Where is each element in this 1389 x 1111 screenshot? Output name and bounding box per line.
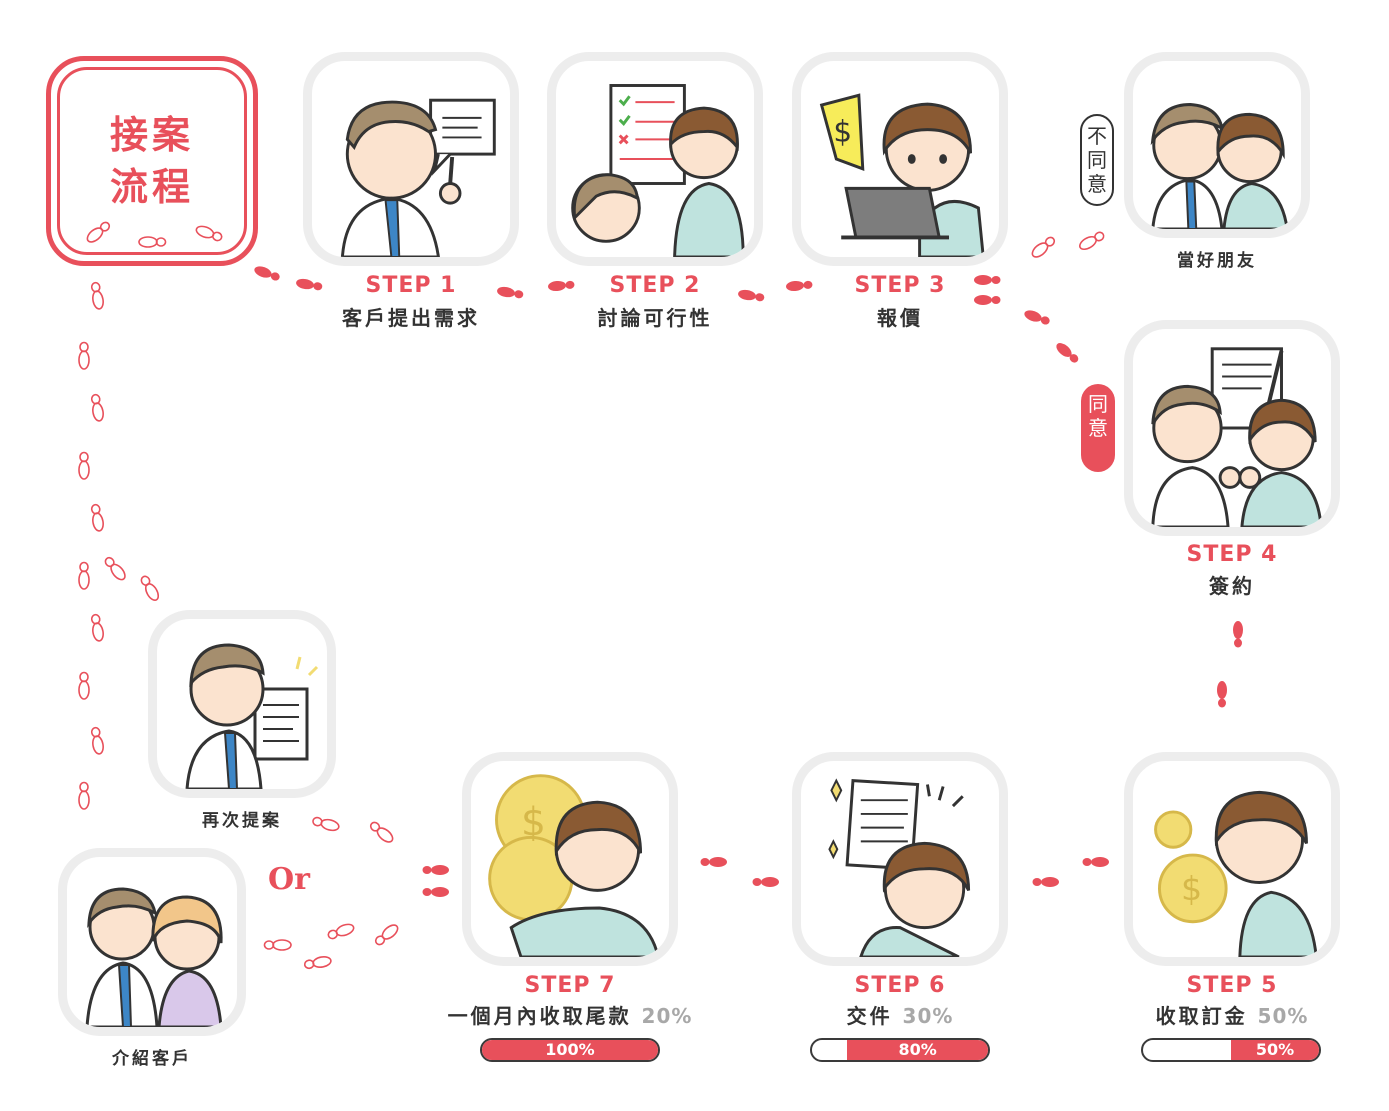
step6-progress-fill [847,1040,988,1060]
process-title: 接案 流程 [109,112,194,209]
step5-label: STEP 5 [1186,973,1278,998]
step2-label: STEP 2 [609,273,701,298]
step4-desc: 簽約 [1209,574,1255,598]
step5-progress-label: 50% [1255,1040,1295,1059]
step5-desc: 收取訂金 50% [1155,1004,1309,1028]
discussion-icon [571,84,745,257]
deposit-icon: $ [1154,790,1318,957]
handshake-friend-icon [1150,102,1289,229]
step7-progress-label: 100% [545,1040,595,1059]
friend-caption: 當好朋友 [1177,251,1257,271]
step6-label: STEP 6 [854,973,946,998]
step7-card: $ [462,752,678,966]
step3-card: $ [792,52,1008,266]
step7-desc: 一個月內收取尾款 20% [447,1004,693,1028]
step7-progress-fill [482,1040,658,1060]
step5-progress-bar: 50% [1141,1038,1321,1062]
step6-progress-bar: 80% [810,1038,990,1062]
step6-card [792,752,1008,966]
repeat-proposal-card [148,610,336,798]
disagree-pill: 不同意 [1080,114,1114,206]
or-label: Or [268,862,310,897]
repeat-proposal-icon [185,643,319,789]
step3-label: STEP 3 [854,273,946,298]
step6-desc: 交件 30% [846,1004,954,1028]
step5-progress-fill [1231,1040,1319,1060]
step7-label: STEP 7 [524,973,616,998]
client-request-icon [340,98,496,257]
svg-text:$: $ [833,114,852,148]
step1-label: STEP 1 [365,273,457,298]
repeat-proposal-caption: 再次提案 [202,811,282,831]
step4-card [1124,320,1340,536]
step6-progress-label: 80% [898,1040,937,1059]
quote-icon: $ [819,93,985,257]
contract-icon [1151,347,1323,527]
step2-card [547,52,763,266]
svg-text:$: $ [1181,869,1202,908]
step2-desc: 討論可行性 [597,306,713,330]
referral-caption: 介紹客戶 [112,1049,192,1069]
step1-card [303,52,519,266]
referral-card [58,848,246,1036]
final-payment-icon: $ [488,774,660,957]
agree-pill: 同意 [1081,384,1115,472]
friend-card [1124,52,1310,238]
delivery-icon [828,778,971,957]
step3-desc: 報價 [877,306,923,330]
svg-text:$: $ [521,800,546,845]
step1-desc: 客戶提出需求 [342,306,480,330]
step7-progress-bar: 100% [480,1038,660,1062]
step4-label: STEP 4 [1186,542,1278,567]
step5-card: $ [1124,752,1340,966]
process-title-box: 接案 流程 [46,56,258,266]
referral-icon [85,887,223,1027]
